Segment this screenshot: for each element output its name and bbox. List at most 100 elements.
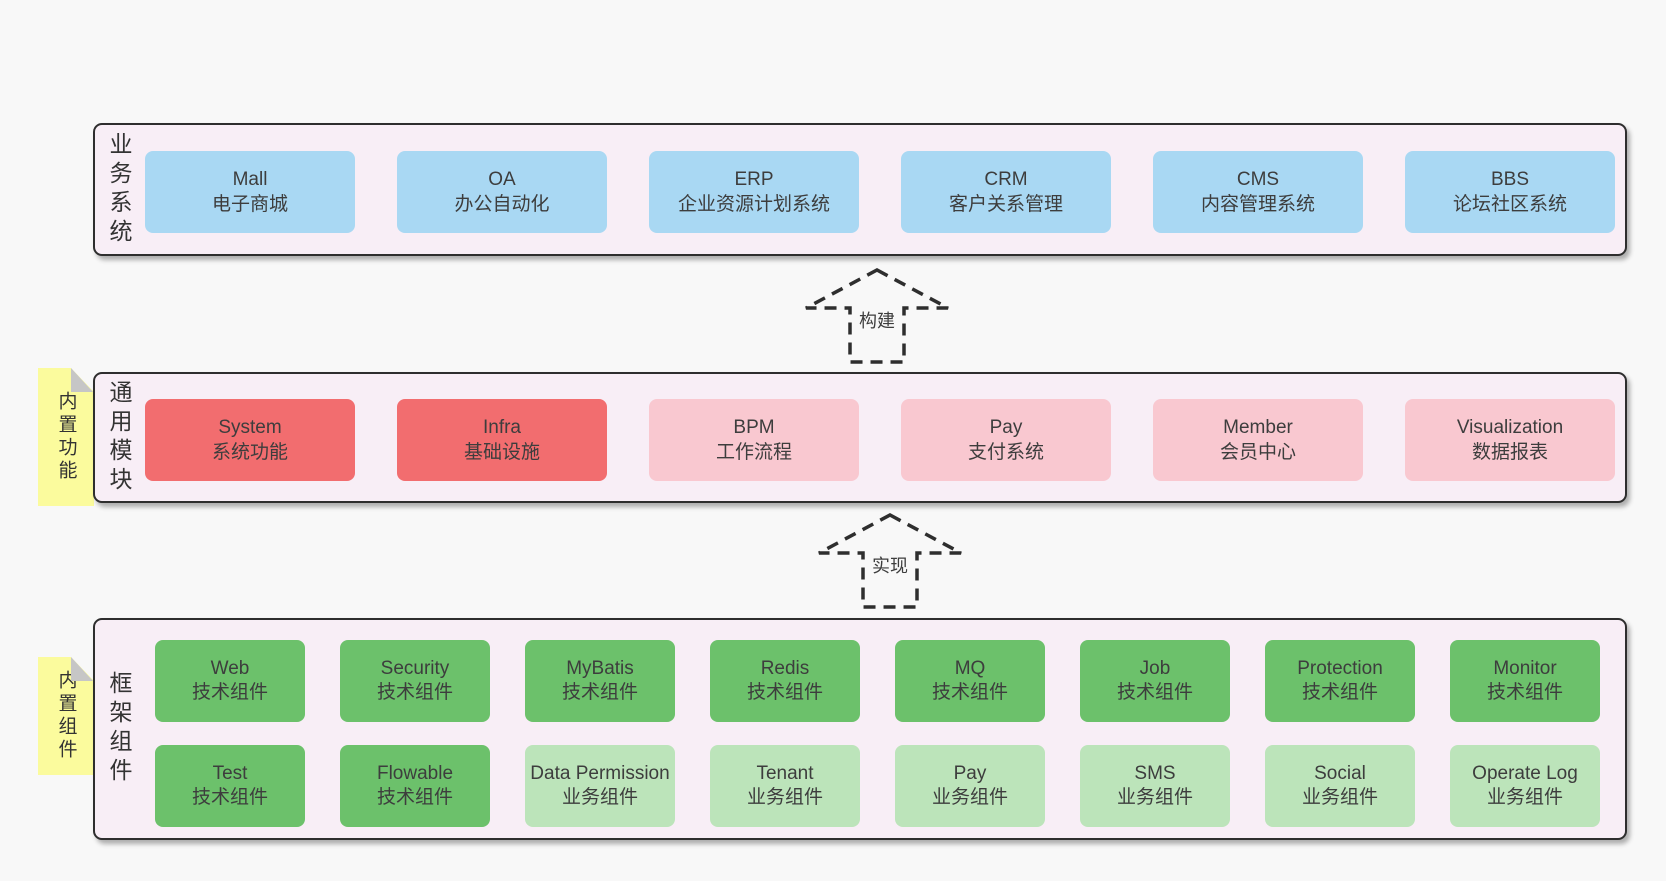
node-title: MQ: [954, 658, 986, 679]
node-subtitle: 技术组件: [746, 682, 823, 703]
node-title: SMS: [1134, 763, 1176, 784]
node-title: Infra: [482, 417, 522, 438]
node-subtitle: 技术组件: [561, 682, 638, 703]
node-subtitle: 技术组件: [191, 682, 268, 703]
framework-components-row-1: Web 技术组件 Security 技术组件 MyBatis 技术组件 Redi…: [155, 640, 1600, 722]
node-subtitle: 技术组件: [1486, 682, 1563, 703]
node-erp: ERP 企业资源计划系统: [649, 151, 859, 233]
node-title: Test: [212, 763, 248, 784]
up-arrow-icon: [805, 268, 949, 364]
node-protection: Protection 技术组件: [1265, 640, 1415, 722]
node-title: Pay: [953, 763, 987, 784]
node-title: Monitor: [1493, 658, 1557, 679]
node-title: ERP: [734, 169, 774, 190]
sticky-tab-label: 内置组件: [55, 670, 77, 762]
node-social: Social 业务组件: [1265, 745, 1415, 827]
node-bpm: BPM 工作流程: [649, 399, 859, 481]
panel-label-business-systems: 业务系统: [106, 131, 132, 248]
node-title: Redis: [760, 658, 810, 679]
panel-framework-components: 框架组件 Web 技术组件 Security 技术组件 MyBatis 技术组件…: [93, 618, 1627, 840]
node-infra: Infra 基础设施: [397, 399, 607, 481]
node-cms: CMS 内容管理系统: [1153, 151, 1363, 233]
node-title: Member: [1223, 417, 1293, 438]
node-subtitle: 技术组件: [376, 787, 453, 808]
panel-business-systems: 业务系统 Mall 电子商城 OA 办公自动化 ERP 企业资源计划系统 CRM…: [93, 123, 1627, 256]
node-system: System 系统功能: [145, 399, 355, 481]
node-data-permission: Data Permission 业务组件: [525, 745, 675, 827]
node-subtitle: 业务组件: [561, 787, 638, 808]
node-title: Data Permission: [530, 763, 670, 784]
node-redis: Redis 技术组件: [710, 640, 860, 722]
node-title: Flowable: [376, 763, 454, 784]
node-subtitle: 数据报表: [1471, 442, 1548, 463]
node-mybatis: MyBatis 技术组件: [525, 640, 675, 722]
node-subtitle: 技术组件: [1116, 682, 1193, 703]
node-title: BPM: [733, 417, 775, 438]
node-member: Member 会员中心: [1153, 399, 1363, 481]
node-subtitle: 技术组件: [931, 682, 1008, 703]
node-subtitle: 企业资源计划系统: [677, 194, 830, 215]
node-flowable: Flowable 技术组件: [340, 745, 490, 827]
node-job: Job 技术组件: [1080, 640, 1230, 722]
node-oa: OA 办公自动化: [397, 151, 607, 233]
node-title: CMS: [1236, 169, 1280, 190]
node-title: Tenant: [756, 763, 814, 784]
node-subtitle: 论坛社区系统: [1452, 194, 1567, 215]
panel-label-common-modules: 通用模块: [106, 379, 132, 496]
node-subtitle: 技术组件: [1301, 682, 1378, 703]
node-monitor: Monitor 技术组件: [1450, 640, 1600, 722]
node-subtitle: 系统功能: [211, 442, 288, 463]
node-pay-biz: Pay 业务组件: [895, 745, 1045, 827]
common-modules-row: System 系统功能 Infra 基础设施 BPM 工作流程 Pay 支付系统…: [145, 399, 1615, 481]
node-title: Web: [210, 658, 250, 679]
node-subtitle: 内容管理系统: [1200, 194, 1315, 215]
node-subtitle: 客户关系管理: [948, 194, 1063, 215]
arrow-label: 实现: [869, 552, 911, 578]
node-title: Operate Log: [1472, 763, 1578, 784]
node-bbs: BBS 论坛社区系统: [1405, 151, 1615, 233]
node-security: Security 技术组件: [340, 640, 490, 722]
node-subtitle: 业务组件: [1486, 787, 1563, 808]
node-sms: SMS 业务组件: [1080, 745, 1230, 827]
node-test: Test 技术组件: [155, 745, 305, 827]
node-title: BBS: [1490, 169, 1530, 190]
node-title: Mall: [232, 169, 268, 190]
node-subtitle: 工作流程: [715, 442, 792, 463]
node-subtitle: 技术组件: [376, 682, 453, 703]
arrow-build: 构建: [802, 267, 952, 365]
node-pay: Pay 支付系统: [901, 399, 1111, 481]
node-subtitle: 办公自动化: [454, 194, 550, 215]
up-arrow-icon: [818, 513, 962, 609]
node-title: Social: [1314, 763, 1366, 784]
node-subtitle: 会员中心: [1219, 442, 1296, 463]
arrow-label: 构建: [856, 307, 898, 333]
node-tenant: Tenant 业务组件: [710, 745, 860, 827]
panel-common-modules: 通用模块 System 系统功能 Infra 基础设施 BPM 工作流程 Pay…: [93, 372, 1627, 503]
node-operate-log: Operate Log 业务组件: [1450, 745, 1600, 827]
node-title: System: [218, 417, 282, 438]
node-web: Web 技术组件: [155, 640, 305, 722]
node-subtitle: 基础设施: [463, 442, 540, 463]
node-title: OA: [488, 169, 516, 190]
node-title: MyBatis: [566, 658, 634, 679]
node-crm: CRM 客户关系管理: [901, 151, 1111, 233]
node-subtitle: 业务组件: [746, 787, 823, 808]
node-title: Pay: [989, 417, 1023, 438]
node-title: Job: [1139, 658, 1171, 679]
node-title: CRM: [984, 169, 1028, 190]
node-title: Security: [380, 658, 450, 679]
node-subtitle: 业务组件: [1301, 787, 1378, 808]
sticky-tab-label: 内置功能: [55, 391, 77, 483]
node-visualization: Visualization 数据报表: [1405, 399, 1615, 481]
node-subtitle: 技术组件: [191, 787, 268, 808]
framework-components-row-2: Test 技术组件 Flowable 技术组件 Data Permission …: [155, 745, 1600, 827]
node-subtitle: 业务组件: [1116, 787, 1193, 808]
node-subtitle: 电子商城: [211, 194, 288, 215]
node-title: Protection: [1297, 658, 1383, 679]
arrow-implement: 实现: [815, 512, 965, 610]
node-subtitle: 业务组件: [931, 787, 1008, 808]
node-subtitle: 支付系统: [967, 442, 1044, 463]
node-mall: Mall 电子商城: [145, 151, 355, 233]
panel-label-framework-components: 框架组件: [106, 671, 132, 787]
